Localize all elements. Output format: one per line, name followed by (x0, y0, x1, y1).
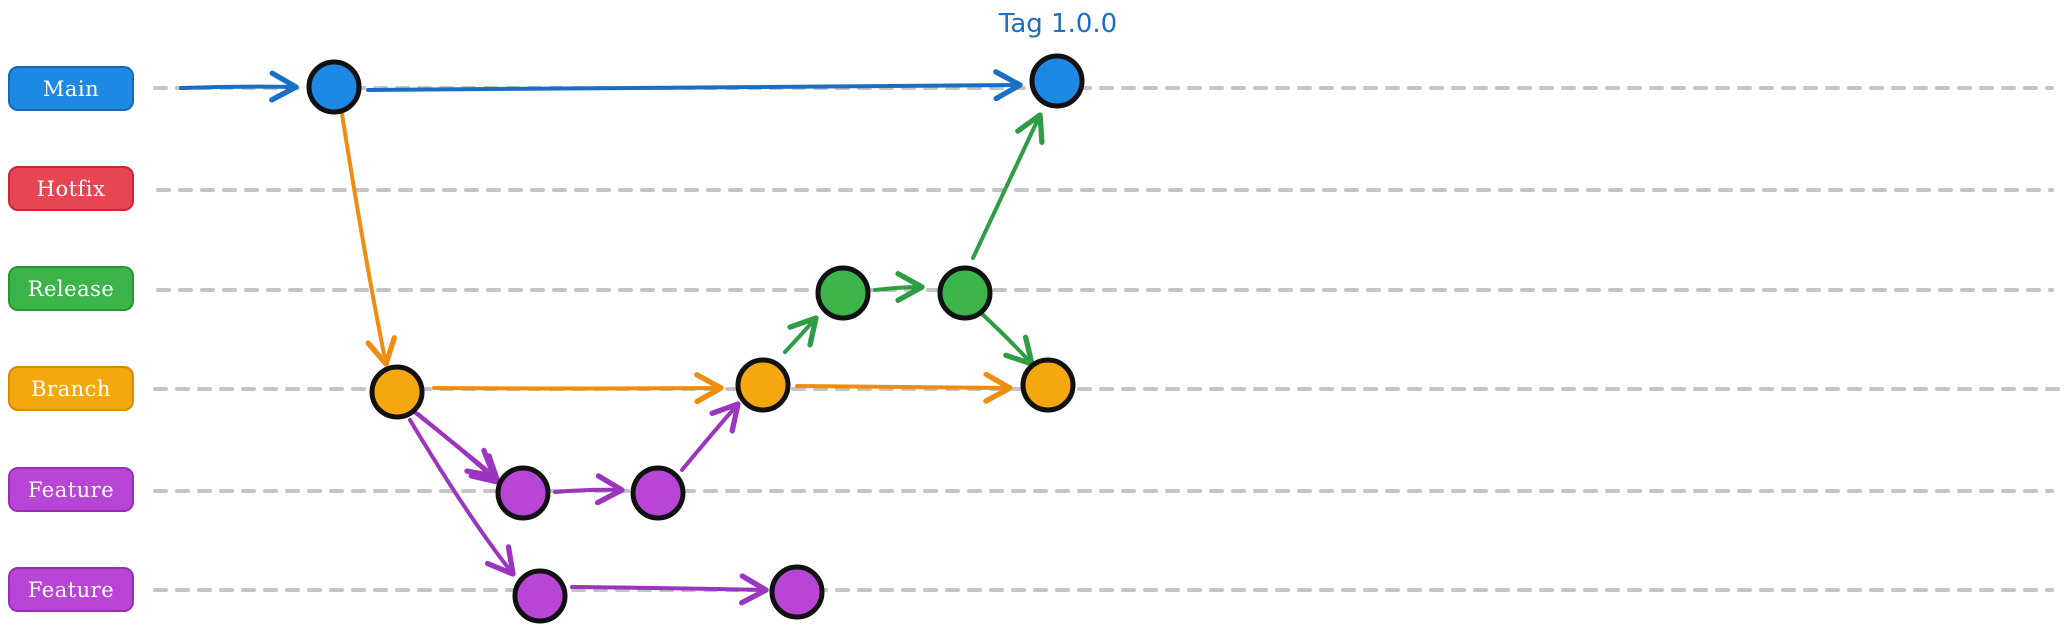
arrow-release-to-tag (971, 112, 1045, 260)
commit-main-tag (1029, 53, 1085, 109)
commit-branch-merge (735, 357, 791, 413)
commit-feature-2-b (769, 564, 825, 620)
lane-label-text-hotfix: Hotfix (37, 177, 106, 201)
lane-label-text-feature-2: Feature (28, 578, 114, 602)
arrow-release-commit (873, 271, 925, 304)
lane-labels: Main Hotfix Release Branch Feature Featu… (8, 66, 134, 612)
lane-label-main: Main (8, 66, 134, 111)
arrow-feature-1-to-branch-merge (680, 401, 741, 472)
arrow-branch-merge-to-final (795, 371, 1013, 404)
arrow-main-to-branch (340, 112, 397, 367)
lane-label-hotfix: Hotfix (8, 166, 134, 211)
commit-release-1 (815, 265, 871, 321)
lane-pill-branch (8, 366, 134, 411)
arrow-branch-to-feature-2 (408, 418, 516, 577)
lane-pill-hotfix (8, 166, 134, 211)
commits (306, 53, 1085, 624)
arrow-branch-to-feature-1-b (416, 412, 501, 485)
commit-branch-final (1020, 357, 1076, 413)
lane-guides (153, 86, 2060, 592)
connections (179, 69, 1045, 606)
lane-label-feature-1: Feature (8, 467, 134, 512)
tag-label: Tag 1.0.0 (998, 9, 1117, 39)
lane-label-text-branch: Branch (31, 377, 111, 401)
arrow-branch-merge-to-release (783, 315, 819, 354)
lane-label-text-main: Main (43, 77, 99, 101)
commit-feature-2-a (512, 568, 568, 624)
lane-pill-feature-1 (8, 467, 134, 512)
lane-label-text-release: Release (28, 277, 115, 301)
lane-pill-feature-2 (8, 567, 134, 612)
lane-pill-release (8, 266, 134, 311)
arrow-release-to-branch-final (978, 310, 1035, 367)
arrow-branch-to-branch-merge (432, 372, 724, 405)
lane-label-feature-2: Feature (8, 567, 134, 612)
arrow-feature-2-commit (570, 573, 769, 606)
arrow-main-to-tag (366, 69, 1023, 102)
commit-main-1 (306, 59, 362, 115)
commit-branch-1 (369, 364, 425, 420)
arrow-feature-1-commit (553, 473, 625, 506)
commit-release-2 (937, 265, 993, 321)
commit-feature-1-a (495, 465, 551, 521)
lane-pill-main (8, 66, 134, 111)
lane-label-release: Release (8, 266, 134, 311)
arrow-main-start (179, 70, 299, 103)
commit-feature-1-b (630, 465, 686, 521)
lane-label-branch: Branch (8, 366, 134, 411)
lane-label-text-feature-1: Feature (28, 478, 114, 502)
